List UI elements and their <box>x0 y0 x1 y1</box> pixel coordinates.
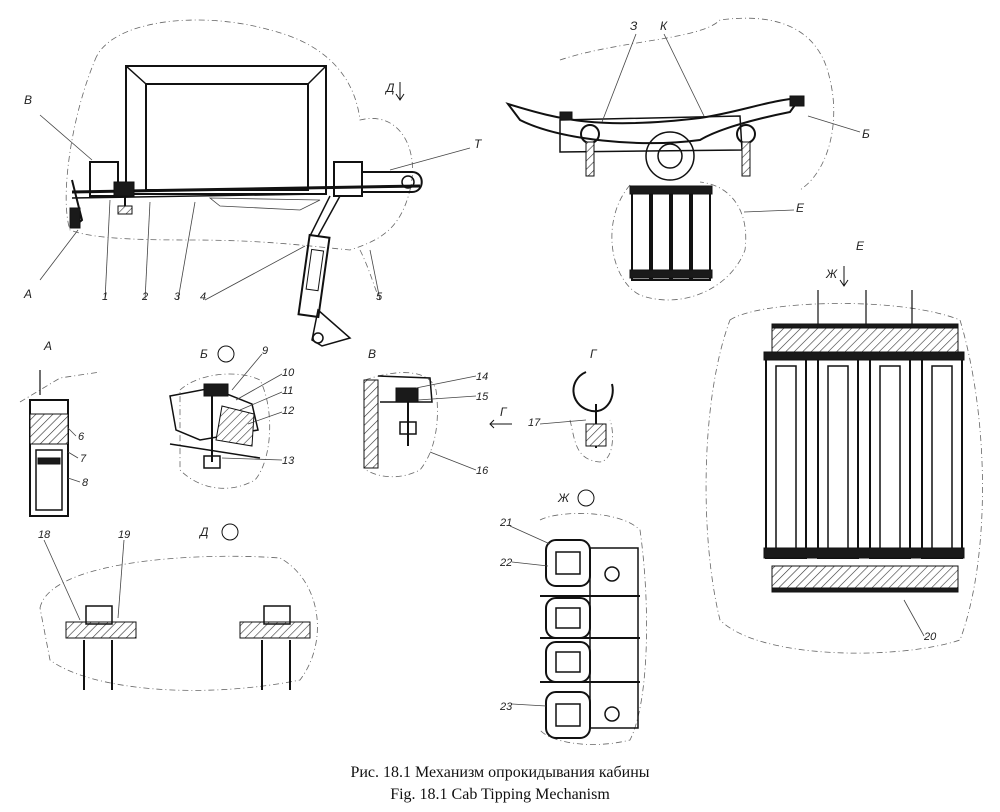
label-a: А <box>23 287 32 301</box>
arrow-zh-label: Ж <box>825 267 838 281</box>
arrow-g-label: Г <box>500 405 508 419</box>
label-16: 16 <box>476 465 489 477</box>
label-2: 2 <box>141 291 148 303</box>
label-v: В <box>24 93 32 107</box>
detail-b: Б 9 10 11 12 13 <box>169 345 295 489</box>
label-17: 17 <box>528 417 541 429</box>
label-z: З <box>630 19 638 33</box>
label-t: Т <box>474 137 483 151</box>
label-21: 21 <box>499 517 512 529</box>
detail-v: В 14 15 16 Г <box>363 347 512 478</box>
label-9: 9 <box>262 345 268 357</box>
detail-zh-title: Ж <box>557 491 570 505</box>
label-10: 10 <box>282 367 295 379</box>
detail-a-title: А <box>43 339 52 353</box>
detail-d-title: Д <box>198 525 209 539</box>
label-b: Б <box>862 127 870 141</box>
detail-v-title: В <box>368 347 376 361</box>
label-20: 20 <box>923 631 937 643</box>
label-12: 12 <box>282 405 294 417</box>
caption-en: Fig. 18.1 Cab Tipping Mechanism <box>390 786 610 803</box>
caption-ru: Рис. 18.1 Механизм опрокидывания кабины <box>350 764 650 781</box>
detail-d: Д 18 19 <box>38 523 318 691</box>
label-6: 6 <box>78 431 85 443</box>
detail-a: А 6 7 8 <box>19 339 101 517</box>
main-cab-view: В А Д Т 1 2 3 4 5 <box>23 19 483 347</box>
label-18: 18 <box>38 529 51 541</box>
spring-column-1 <box>765 357 807 559</box>
label-22: 22 <box>499 557 512 569</box>
label-8: 8 <box>82 477 89 489</box>
spring-column-2 <box>817 357 859 559</box>
label-19: 19 <box>118 529 130 541</box>
label-14: 14 <box>476 371 488 383</box>
detail-e-title: Е <box>856 239 865 253</box>
spring-pack-small <box>629 185 713 281</box>
label-23: 23 <box>499 701 513 713</box>
rear-cab-view: З К Б Е <box>505 17 870 301</box>
detail-e: Е Ж 20 <box>705 239 983 654</box>
spring-column-4 <box>921 357 963 559</box>
spring-column-3 <box>869 357 911 559</box>
detail-g-title: Г <box>590 347 598 361</box>
detail-b-title: Б <box>200 347 208 361</box>
label-11: 11 <box>282 385 293 397</box>
detail-zh: Ж 21 22 23 <box>499 489 647 745</box>
label-d: Д <box>384 81 395 95</box>
detail-g: Г 17 <box>528 347 614 463</box>
label-k: К <box>660 19 668 33</box>
label-15: 15 <box>476 391 489 403</box>
label-13: 13 <box>282 455 295 467</box>
label-4: 4 <box>200 291 206 303</box>
label-5: 5 <box>376 291 383 303</box>
label-3: 3 <box>174 291 181 303</box>
label-1: 1 <box>102 291 108 303</box>
label-7: 7 <box>80 453 87 465</box>
label-e: Е <box>796 201 805 215</box>
technical-drawing: В А Д Т 1 2 3 4 5 З <box>19 17 983 745</box>
